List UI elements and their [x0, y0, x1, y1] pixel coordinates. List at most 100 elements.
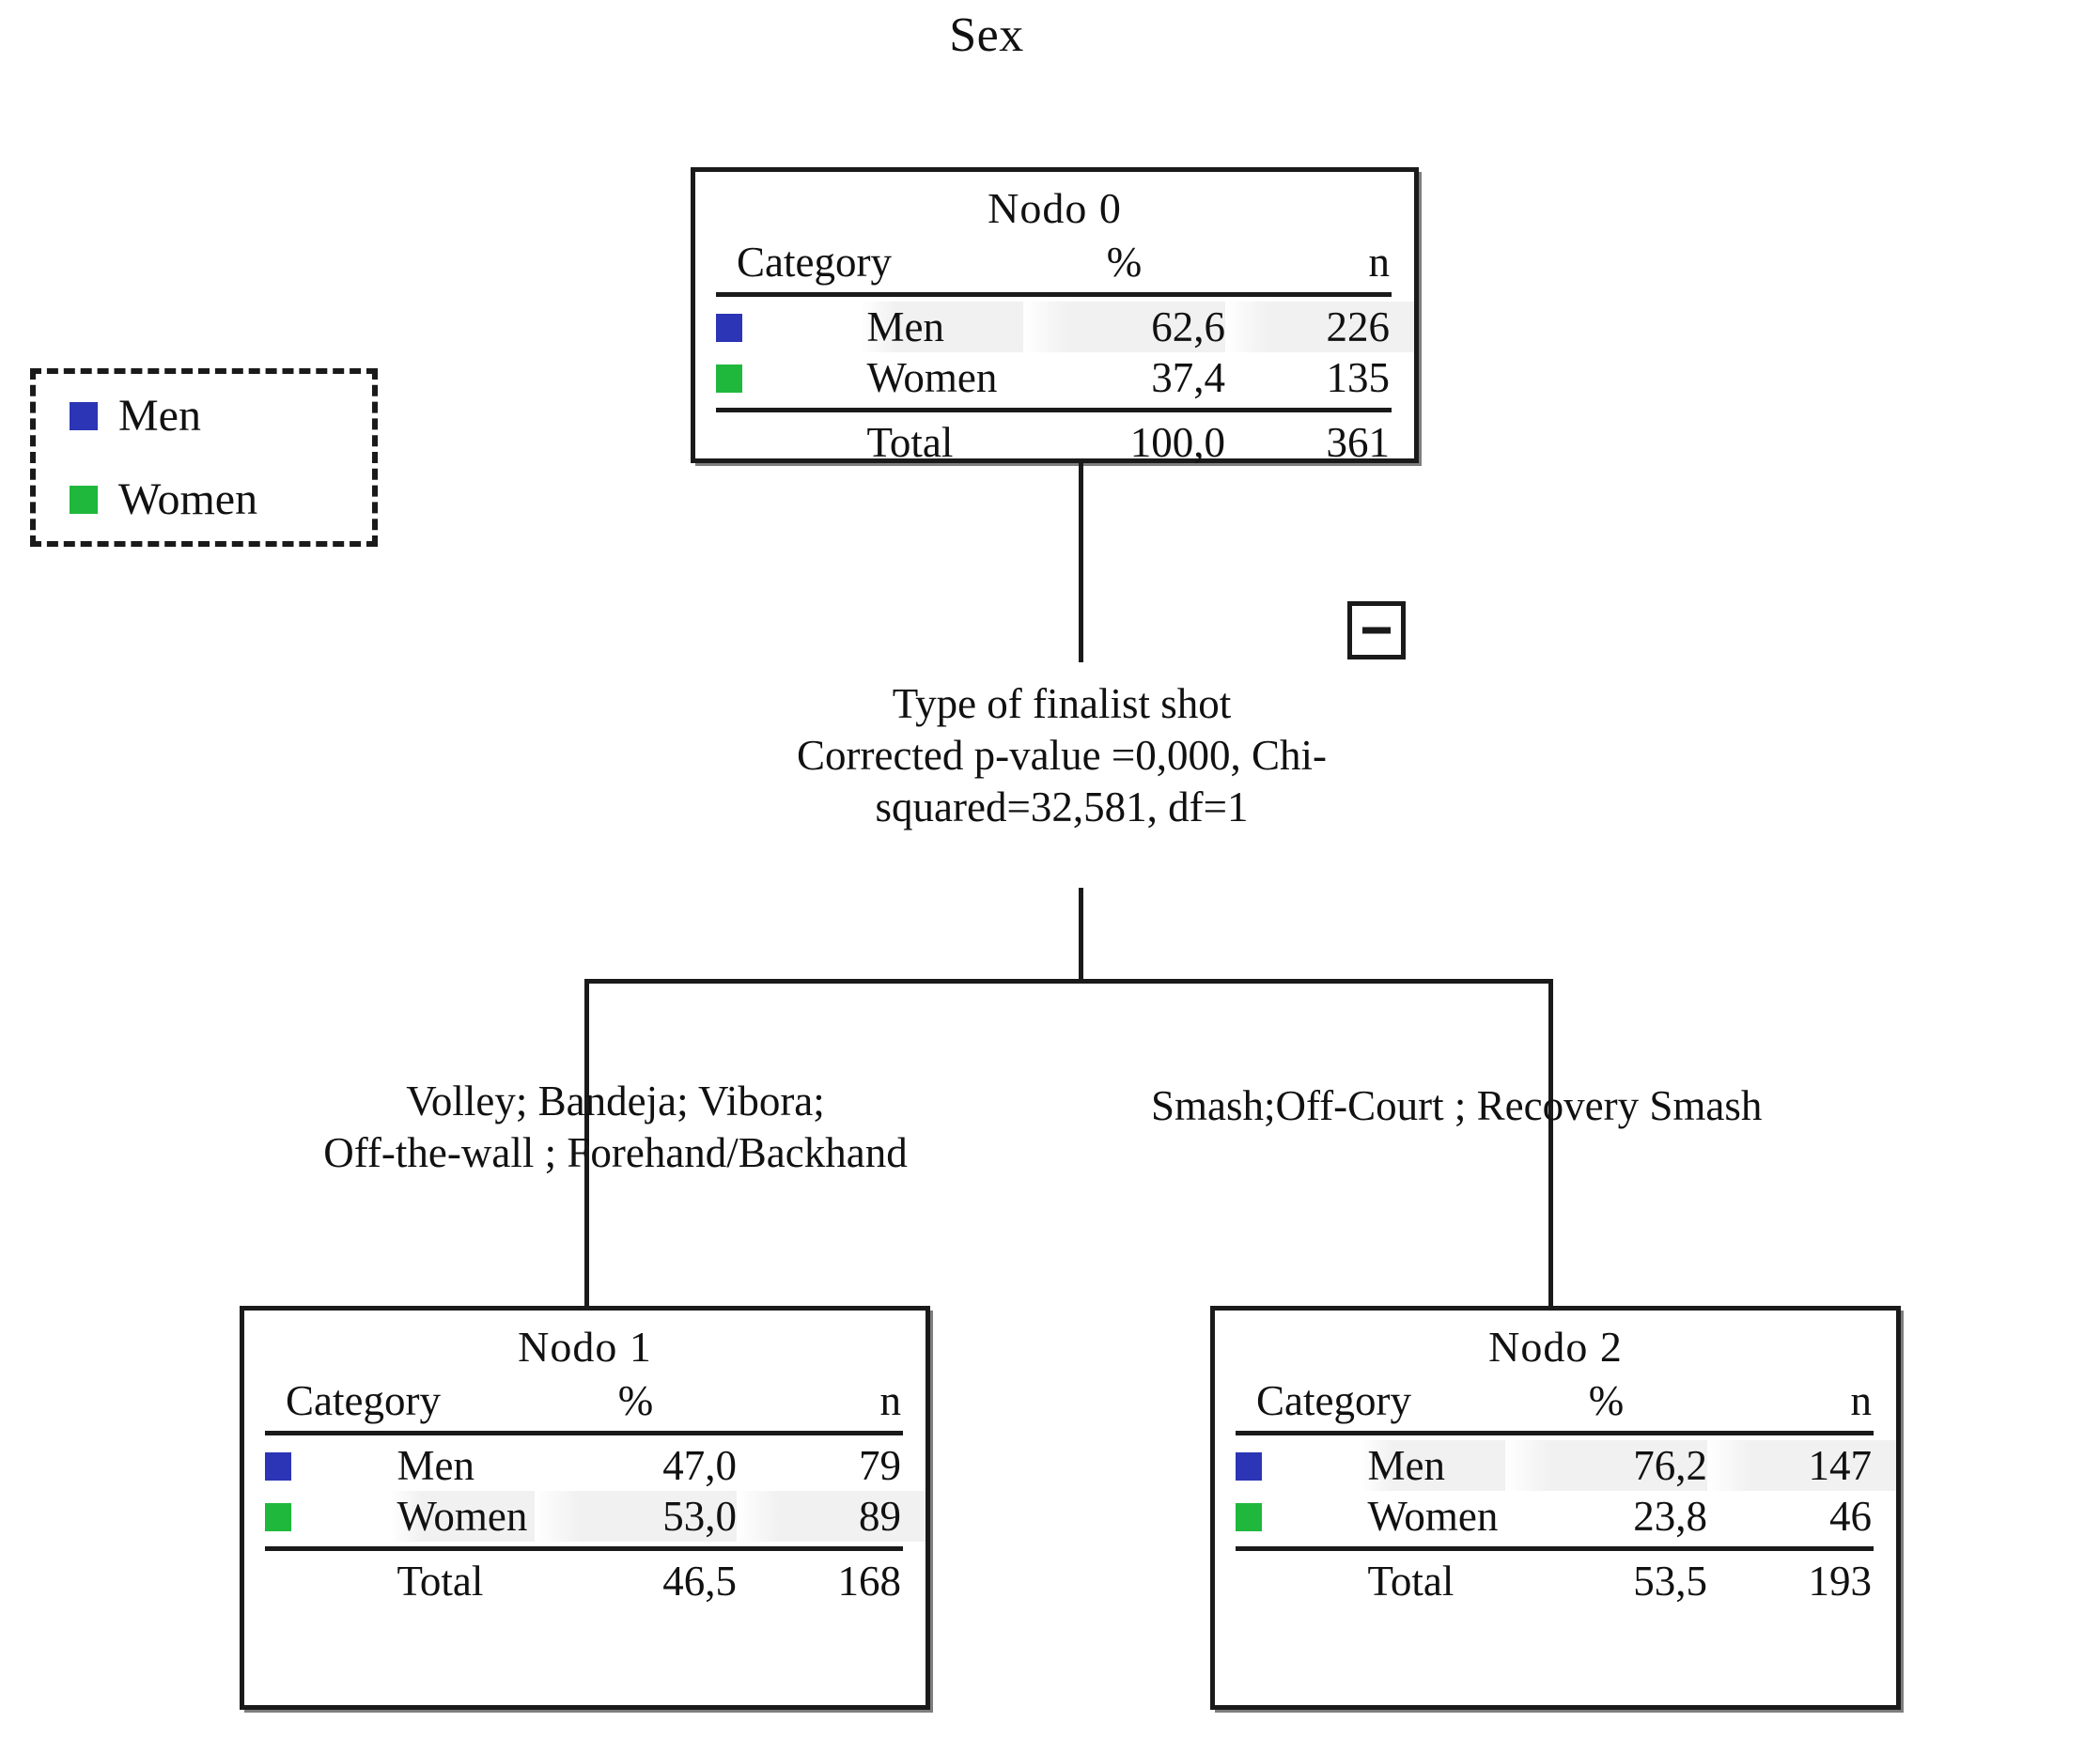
node0-cat-women: Women [866, 354, 998, 401]
legend-label-men: Men [118, 390, 201, 441]
tree-node-nodo-2[interactable]: Nodo 2 Category % n Men 76,2 147 [1210, 1306, 1901, 1710]
node1-total-spacer [244, 1556, 390, 1606]
node1-pct-women: 53,0 [535, 1491, 737, 1542]
legend-item-women: Women [36, 458, 372, 541]
node2-total-spacer [1215, 1556, 1361, 1606]
blue-square-swatch-icon [70, 401, 98, 430]
green-square-swatch-icon [70, 485, 98, 514]
node0-header-row: Category % n [695, 237, 1414, 287]
node1-header-pct: % [617, 1377, 654, 1424]
node0-cat-men: Men [859, 302, 1023, 352]
node2-n-men: 147 [1707, 1440, 1896, 1491]
split-stat-line-1: Corrected p-value =0,000, Chi- [797, 731, 1327, 779]
connector-bus-to-node2 [1548, 979, 1553, 1311]
node2-total-rule [1215, 1542, 1896, 1556]
legend-label-women: Women [118, 473, 258, 524]
node1-swatch-women [244, 1491, 390, 1542]
node2-cat-men: Men [1360, 1440, 1505, 1491]
node0-header-pct: % [1106, 239, 1143, 286]
node0-pct-men: 62,6 [1023, 302, 1225, 352]
node1-header-row: Category % n [244, 1375, 926, 1426]
node2-row-women: Women 23,8 46 [1215, 1491, 1896, 1542]
node0-swatch-women [695, 352, 860, 403]
node2-swatch-women [1215, 1491, 1361, 1542]
branch-label-left: Volley; Bandeja; Vibora; Off-the-wall ; … [141, 1076, 1090, 1179]
node1-cat-men: Men [397, 1442, 475, 1489]
blue-square-swatch-icon [716, 313, 742, 342]
node1-total-label: Total [397, 1558, 484, 1605]
node2-cat-women: Women [1367, 1493, 1499, 1540]
node0-title: Nodo 0 [988, 184, 1122, 232]
node2-swatch-men [1215, 1440, 1361, 1491]
node2-row-total: Total 53,5 193 [1215, 1556, 1896, 1606]
split-variable: Type of finalist shot [892, 680, 1232, 727]
connector-node0-to-split [1079, 460, 1083, 662]
node0-swatch-men [695, 302, 860, 352]
connector-bus-to-node1 [584, 979, 589, 1311]
legend-box: Men Women [30, 368, 378, 547]
legend-item-men: Men [36, 374, 372, 458]
node1-header-rule [244, 1426, 926, 1440]
node1-total-pct: 46,5 [662, 1558, 737, 1605]
node1-n-women: 89 [737, 1491, 926, 1542]
node1-header-n: n [879, 1377, 902, 1424]
blue-square-swatch-icon [265, 1451, 291, 1481]
node0-row-women: Women 37,4 135 [695, 352, 1414, 403]
node1-title: Nodo 1 [518, 1323, 652, 1371]
split-stat-line-2: squared=32,581, df=1 [875, 783, 1249, 830]
node1-pct-men: 47,0 [662, 1442, 737, 1489]
branch-label-right: Smash;Off-Court ; Recovery Smash [1151, 1082, 1763, 1129]
node1-total-rule [244, 1542, 926, 1556]
node2-pct-women: 23,8 [1633, 1493, 1707, 1540]
node0-row-total: Total 100,0 361 [695, 417, 1414, 468]
node1-cat-women: Women [389, 1491, 535, 1542]
chart-title: Sex [949, 8, 1024, 62]
connector-split-to-bus [1079, 888, 1083, 982]
node1-header-category: Category [286, 1377, 441, 1424]
node1-row-total: Total 46,5 168 [244, 1556, 926, 1606]
node2-header-n: n [1850, 1377, 1873, 1424]
node0-total-pct: 100,0 [1129, 419, 1225, 466]
node1-swatch-men [244, 1440, 390, 1491]
green-square-swatch-icon [1236, 1502, 1262, 1531]
node2-title: Nodo 2 [1488, 1323, 1623, 1371]
node2-row-men: Men 76,2 147 [1215, 1440, 1896, 1491]
node1-n-men: 79 [859, 1442, 901, 1489]
node2-total-n: 193 [1808, 1558, 1873, 1605]
node0-header-rule [695, 287, 1414, 302]
minus-icon [1362, 627, 1391, 634]
node2-header-rule [1215, 1426, 1896, 1440]
node2-n-women: 46 [1829, 1493, 1872, 1540]
tree-node-nodo-1[interactable]: Nodo 1 Category % n Men 47,0 79 [240, 1306, 930, 1710]
node0-collapse-button[interactable] [1347, 601, 1406, 659]
node2-table: Category % n Men 76,2 147 Women 23, [1215, 1375, 1896, 1606]
split-criterion: Type of finalist shot Corrected p-value … [578, 678, 1546, 833]
node0-pct-women: 37,4 [1151, 354, 1225, 401]
blue-square-swatch-icon [1236, 1451, 1262, 1481]
node1-total-n: 168 [837, 1558, 902, 1605]
node0-n-men: 226 [1225, 302, 1414, 352]
green-square-swatch-icon [716, 364, 742, 393]
node1-table: Category % n Men 47,0 79 Women 53,0 [244, 1375, 926, 1606]
branch-left-line-2: Off-the-wall ; Forehand/Backhand [323, 1128, 908, 1176]
connector-branch-bus [584, 979, 1082, 984]
node0-row-men: Men 62,6 226 [695, 302, 1414, 352]
node0-table: Category % n Men 62,6 226 Women 37, [695, 237, 1414, 468]
node2-pct-men: 76,2 [1505, 1440, 1707, 1491]
node2-header-pct: % [1588, 1377, 1625, 1424]
node0-total-label: Total [866, 419, 954, 466]
node2-header-category: Category [1256, 1377, 1411, 1424]
branch-left-line-1: Volley; Bandeja; Vibora; [406, 1078, 825, 1125]
green-square-swatch-icon [265, 1502, 291, 1531]
node0-header-n: n [1368, 239, 1391, 286]
node2-total-pct: 53,5 [1633, 1558, 1707, 1605]
node0-header-category: Category [737, 239, 892, 286]
node0-total-n: 361 [1326, 419, 1391, 466]
node2-total-label: Total [1367, 1558, 1454, 1605]
node1-row-men: Men 47,0 79 [244, 1440, 926, 1491]
node0-total-rule [695, 403, 1414, 417]
tree-node-nodo-0[interactable]: Nodo 0 Category % n Men 62,6 226 [691, 167, 1419, 466]
node2-header-row: Category % n [1215, 1375, 1896, 1426]
connector-branch-bus-right [1079, 979, 1553, 984]
